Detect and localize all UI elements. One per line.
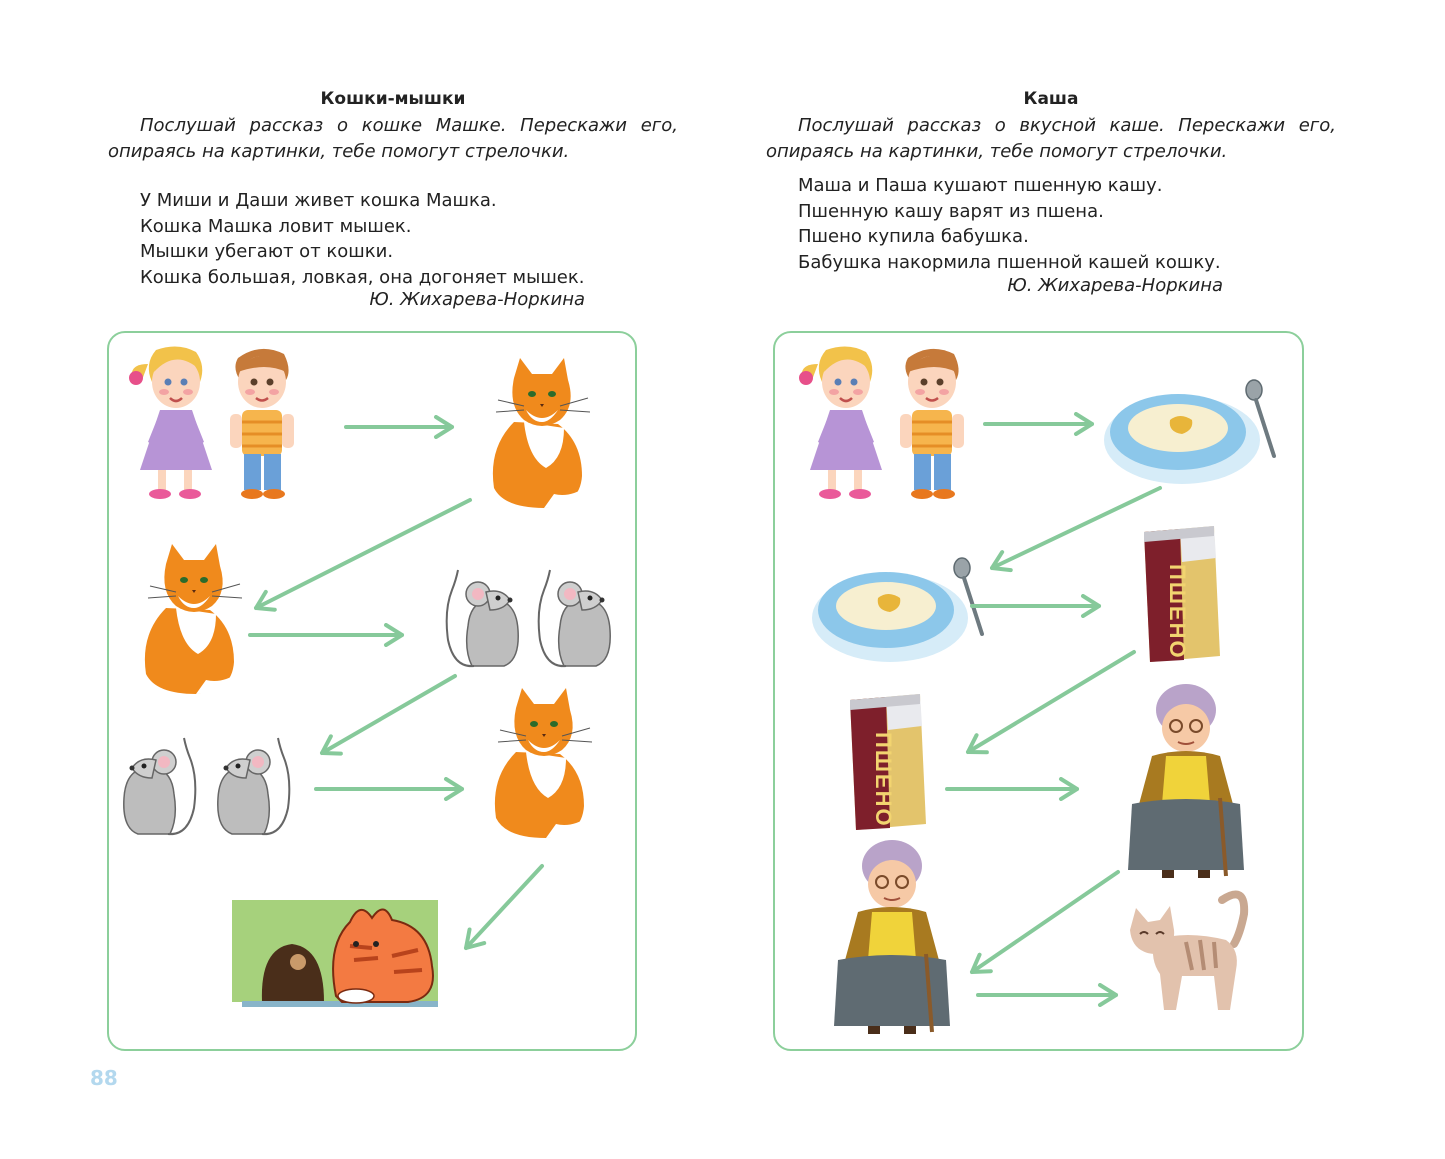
right-story-line: Маша и Паша кушают пшенную кашу. [798,175,1163,196]
left-story: У Миши и Даши живет кошка Машка. Кошка М… [140,188,620,290]
left-story-line: Кошка большая, ловкая, она догоняет мыше… [140,266,585,288]
arrow-icon [966,650,1136,755]
left-instruction: Послушай рассказ о кошке Машке. Перескаж… [108,113,678,165]
arrow-icon [464,864,544,950]
right-story: Маша и Паша кушают пшенную кашу. Пшенную… [798,173,1278,275]
arrow-icon [990,486,1162,573]
right-story-line: Пшено купила бабушка. [798,226,1029,247]
left-story-line: Кошка Машка ловит мышек. [140,215,412,237]
left-author: Ю. Жихарева-Норкина [369,289,585,310]
right-instruction: Послушай рассказ о вкусной каше. Переска… [766,113,1336,165]
arrow-icon [970,870,1120,974]
right-story-line: Бабушка накормила пшенной кашей кошку. [798,251,1221,273]
left-instruction-line1: Послушай рассказ о кошке Машке. Перескаж… [140,115,678,136]
right-author: Ю. Жихарева-Норкина [1007,275,1223,296]
millet-bag-icon: ПШЕНО [1144,526,1220,662]
right-instruction-line1: Послушай рассказ о вкусной каше. Переска… [798,115,1336,136]
arrow-icon [320,674,457,756]
left-story-line: Мышки убегают от кошки. [140,241,394,262]
left-title: Кошки-мышки [320,89,466,109]
right-picture-panel [773,331,1304,1051]
left-instruction-line2: опираясь на картинки, тебе помогут стрел… [108,141,570,162]
page-number: 88 [90,1066,118,1090]
bag-label: ПШЕНО [1165,564,1190,660]
right-title: Каша [1023,89,1079,109]
right-story-line: Пшенную кашу варят из пшена. [798,200,1104,222]
left-picture-panel [107,331,637,1051]
arrow-icon [253,498,472,612]
left-story-line: У Миши и Даши живет кошка Машка. [140,190,497,211]
bag-label: ПШЕНО [871,732,896,828]
millet-bag-icon: ПШЕНО [850,694,926,830]
right-instruction-line2: опираясь на картинки, тебе помогут стрел… [766,141,1228,162]
